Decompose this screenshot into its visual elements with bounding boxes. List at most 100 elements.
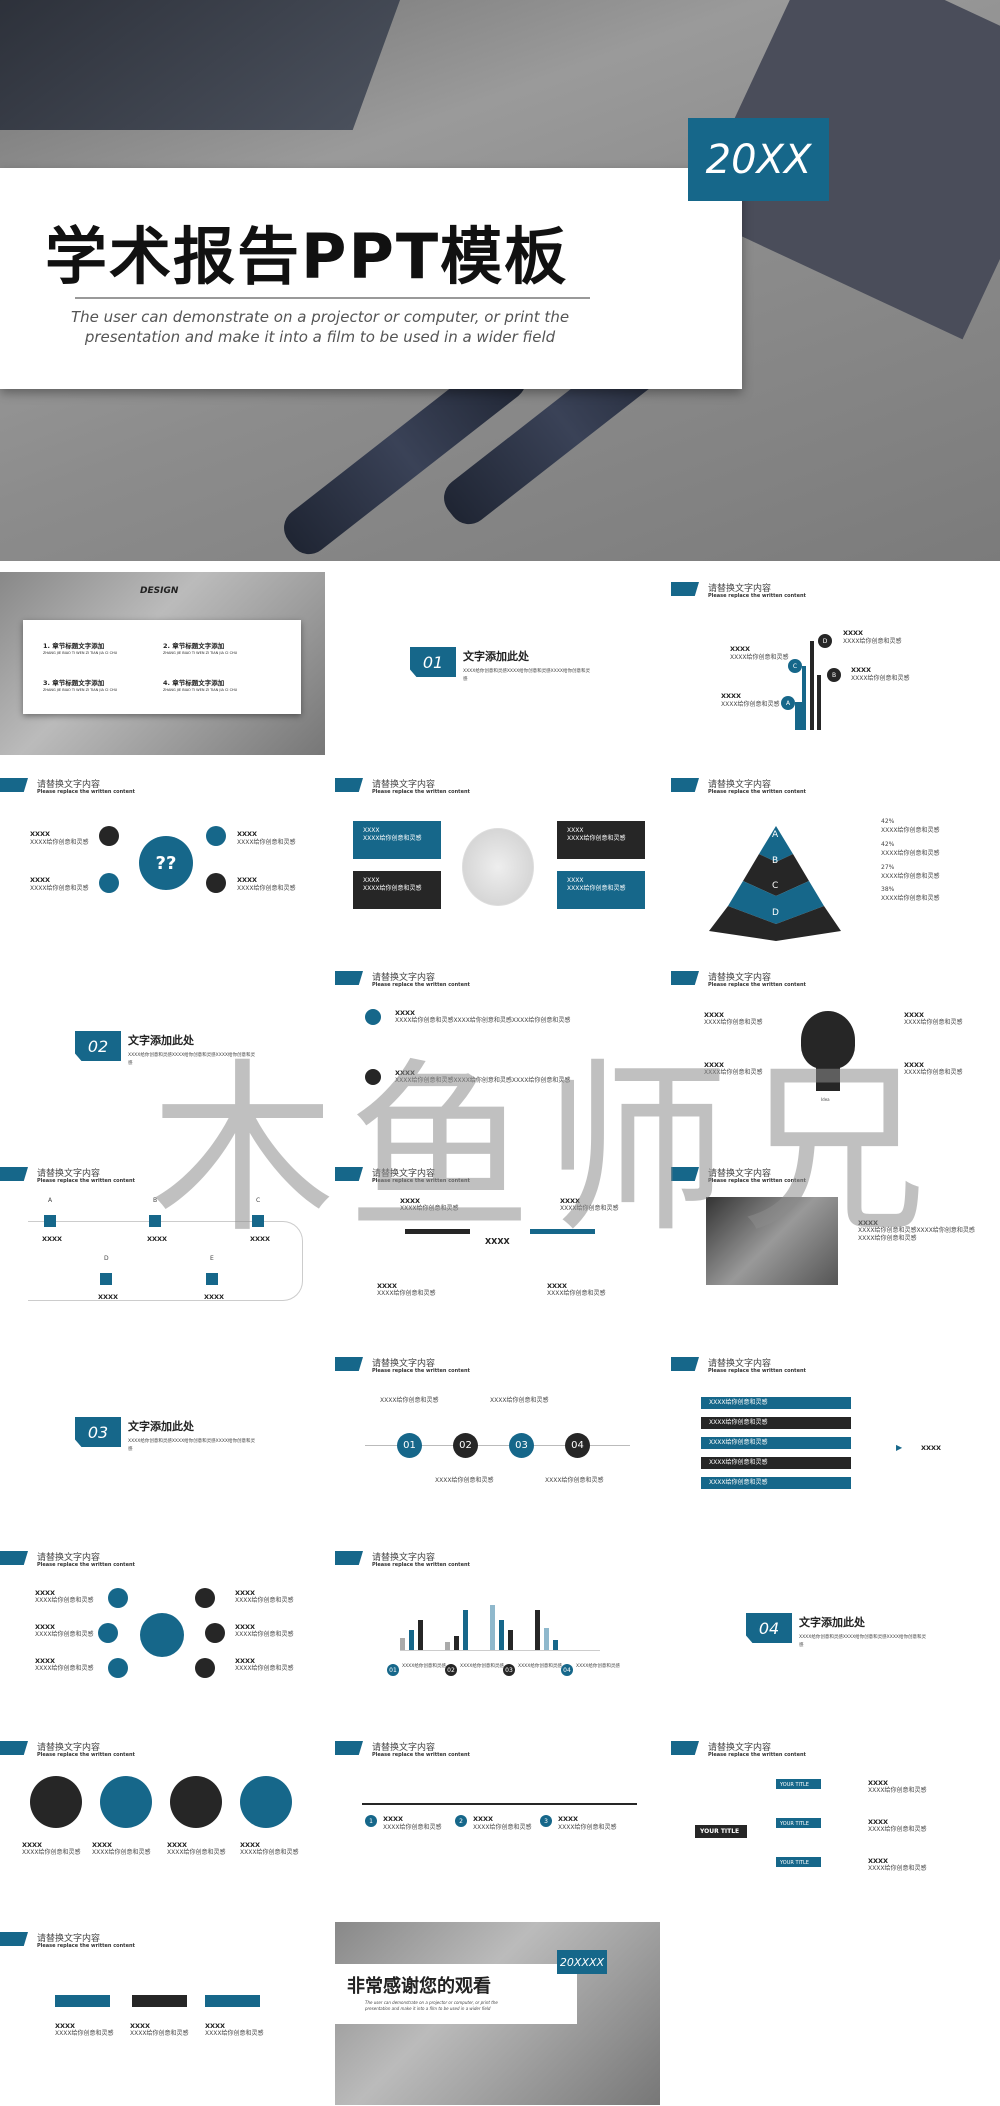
title-box: YOUR TITLE (776, 1857, 821, 1867)
text: XXXX给你创意和灵感 (473, 1824, 532, 1831)
text: XXXX给你创意和灵感 (904, 1019, 963, 1026)
globe-icon (100, 1776, 152, 1828)
timeline-line (362, 1803, 637, 1805)
slide-subtitle: Please replace the written content (372, 1562, 470, 1568)
slide-title: 请替换文字内容 (37, 780, 101, 790)
slide-boxes-photo[interactable]: 请替换文字内容 Please replace the written conte… (335, 768, 660, 951)
text: XXXX给你创意和灵感 (560, 1205, 619, 1212)
label: XXXX (868, 1818, 889, 1826)
slide-question-hub[interactable]: 请替换文字内容 Please replace the written conte… (0, 768, 325, 951)
text: XXXX给你创意和灵感 (868, 1826, 927, 1833)
pyramid-layer-b (743, 854, 809, 896)
mini-bar-chart (400, 1601, 600, 1651)
section-desc: XXXX给你创意和灵感XXXX给你创意和灵感XXXX给你创意和灵感 (463, 669, 590, 682)
header-tab (335, 1551, 363, 1565)
slide-section-02[interactable]: 02 文字添加此处 XXXX给你创意和灵感XXXX给你创意和灵感XXXX给你创意… (0, 961, 325, 1144)
link-icon (140, 1613, 184, 1657)
header-tab (0, 1167, 28, 1181)
legend-text: XXXX给你创意和灵感 (518, 1664, 562, 1669)
label: XXXX (377, 1282, 398, 1290)
label: XXXX (904, 1061, 925, 1069)
label: XXXX (237, 830, 258, 838)
branch (810, 641, 814, 730)
refresh-icon (195, 1658, 215, 1678)
slide-photo-text[interactable]: 请替换文字内容 Please replace the written conte… (671, 1157, 996, 1340)
year-tag: 20XX (688, 118, 829, 201)
bar (454, 1636, 459, 1650)
slide-bar-chart[interactable]: 请替换文字内容 Please replace the written conte… (335, 1541, 660, 1724)
slide-banners[interactable]: 请替换文字内容 Please replace the written conte… (0, 1922, 325, 2105)
label: XXXX (35, 1623, 56, 1631)
label: XXXX (42, 1235, 63, 1243)
slide-circles[interactable]: 请替换文字内容 Please replace the written conte… (335, 1347, 660, 1530)
text: XXXX给你创意和灵感 (881, 827, 940, 834)
branch (817, 675, 821, 730)
text: XXXX给你创意和灵感 (881, 873, 940, 880)
slide-four-icons[interactable]: 请替换文字内容 Please replace the written conte… (0, 1731, 325, 1914)
slide-section-01[interactable]: 01 文字添加此处 XXXX给你创意和灵感XXXX给你创意和灵感XXXX给你创意… (335, 572, 660, 755)
slide-section-04[interactable]: 04 文字添加此处 XXXX给你创意和灵感XXXX给你创意和灵感XXXX给你创意… (671, 1541, 996, 1724)
step-letter: A (48, 1197, 53, 1204)
slide-icon-hub[interactable]: 请替换文字内容 Please replace the written conte… (0, 1541, 325, 1724)
slide-title: 请替换文字内容 (708, 1743, 772, 1753)
text: XXXX给你创意和灵感 (22, 1849, 81, 1856)
slide-subtitle: Please replace the written content (708, 593, 806, 599)
toc-item-sub: ZHANG JIE BIAO TI WEN ZI TIAN JIA CI CHU (163, 651, 238, 655)
keyboard-image (0, 0, 408, 130)
slide-your-title[interactable]: 请替换文字内容 Please replace the written conte… (671, 1731, 996, 1914)
text: XXXX给你创意和灵感XXXX给你创意和灵感XXXX给你创意和灵感 (395, 1017, 571, 1024)
label: XXXX (473, 1815, 494, 1823)
label: XXXX (130, 2022, 151, 2030)
text: XXXX给你创意和灵感 (92, 1849, 151, 1856)
slide-subtitle: Please replace the written content (372, 1368, 470, 1374)
globe-icon (205, 1623, 225, 1643)
slide-toc[interactable]: DESIGN 1. 章节标题文字添加 ZHANG JIE BIAO TI WEN… (0, 572, 325, 755)
bar-item: XXXX给你创意和灵感 (701, 1397, 851, 1409)
text: XXXX给你创意和灵感 (30, 885, 89, 892)
lightbulb-base (816, 1067, 840, 1091)
slide-thanks[interactable]: 非常感谢您的观看 The user can demonstrate on a p… (335, 1922, 660, 2105)
slide-timeline-ae[interactable]: 请替换文字内容 Please replace the written conte… (0, 1157, 325, 1340)
label: XXXX (35, 1589, 56, 1597)
label: XXXX (240, 1841, 261, 1849)
lightbulb-icon (801, 1011, 855, 1069)
step-circle: 01 (397, 1433, 422, 1458)
graduation-cap-icon (170, 1776, 222, 1828)
slide-title: 请替换文字内容 (372, 1359, 436, 1369)
graduation-icon (108, 1658, 128, 1678)
meeting-photo (462, 828, 534, 906)
slide-list[interactable]: 请替换文字内容 Please replace the written conte… (335, 961, 660, 1144)
text: XXXX给你创意和灵感 (545, 1477, 604, 1484)
center-label: XXXX (485, 1237, 510, 1246)
label: XXXX (567, 827, 584, 834)
step-letter: C (256, 1197, 261, 1204)
header-tab (0, 1551, 28, 1565)
toc-item: 2. 章节标题文字添加 (163, 642, 225, 650)
label: XXXX (868, 1857, 889, 1865)
legend-text: XXXX给你创意和灵感 (402, 1664, 446, 1669)
toc-item: 3. 章节标题文字添加 (43, 679, 105, 687)
text: XXXX给你创意和灵感 (383, 1824, 442, 1831)
toc-panel: 1. 章节标题文字添加 ZHANG JIE BIAO TI WEN ZI TIA… (23, 620, 301, 714)
team-banner (55, 1995, 110, 2007)
text: XXXX给你创意和灵感XXXX给你创意和灵感XXXX给你创意和灵感 (858, 1227, 975, 1242)
label: XXXX (363, 827, 380, 834)
slide-tree[interactable]: 请替换文字内容 Please replace the written conte… (671, 572, 996, 755)
slide-bars-converge[interactable]: 请替换文字内容 Please replace the written conte… (671, 1347, 996, 1530)
text: XXXX给你创意和灵感 (567, 835, 626, 842)
text: XXXX给你创意和灵感 (205, 2030, 264, 2037)
slide-lightbulb[interactable]: 请替换文字内容 Please replace the written conte… (671, 961, 996, 1144)
slide-pyramid[interactable]: 请替换文字内容 Please replace the written conte… (671, 768, 996, 951)
text: XXXX给你创意和灵感 (851, 675, 910, 682)
legend-num: 04 (561, 1664, 573, 1676)
section-number: 03 (75, 1417, 121, 1447)
slide-timeline-123[interactable]: 请替换文字内容 Please replace the written conte… (335, 1731, 660, 1914)
slide-flow[interactable]: 请替换文字内容 Please replace the written conte… (335, 1157, 660, 1340)
step-circle: 03 (509, 1433, 534, 1458)
header-tab (671, 778, 699, 792)
text: XXXX给你创意和灵感 (567, 885, 626, 892)
label: XXXX (843, 629, 864, 637)
slide-section-03[interactable]: 03 文字添加此处 XXXX给你创意和灵感XXXX给你创意和灵感XXXX给你创意… (0, 1347, 325, 1530)
text: XXXX给你创意和灵感 (881, 850, 940, 857)
